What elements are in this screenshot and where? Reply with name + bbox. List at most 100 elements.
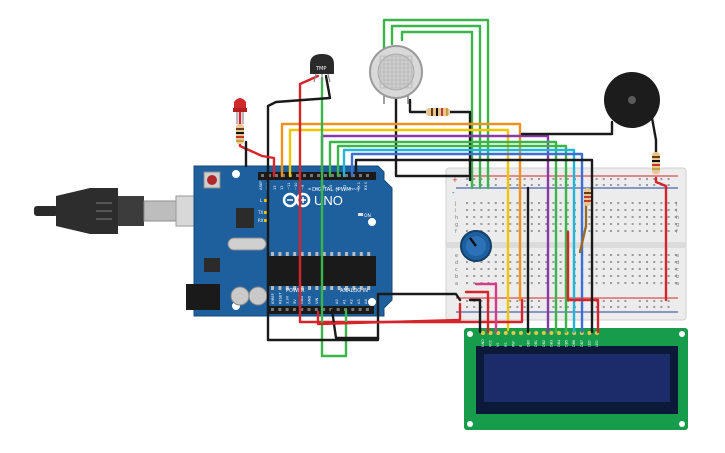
digital-pin-label: 2 [350,188,354,190]
lcd-pin-label: GND [481,339,485,347]
digital-pin-label: ~9 [301,184,305,190]
lcd-pin[interactable] [534,331,539,335]
lcd-pin[interactable] [488,331,493,335]
uno-label: UNO [314,193,343,208]
wire-bundle[interactable] [238,18,668,358]
row-letter: i [676,208,677,214]
row-letter: f [455,229,457,235]
lcd-pin-label: LED [595,340,599,347]
tx-led-label: TX [257,210,263,215]
row-letter: c [455,267,458,273]
potentiometer-icon[interactable] [460,230,492,262]
lcd-pin-label: DB3 [549,340,553,347]
digital-pin-label: ~11 [287,182,291,190]
lcd-pin[interactable] [587,331,592,335]
row-letter: b [455,274,458,280]
lcd-pin-label: E [519,345,523,347]
lcd-pin-label: DB0 [527,340,531,347]
lcd-pin-label: DB2 [542,340,546,347]
row-letter: c [676,267,679,273]
power-pin-label: GND [308,296,312,304]
rx-led-label: RX [258,218,264,223]
row-letter: d [455,260,458,266]
digital-pin-label: TX 1 [357,182,361,191]
tmp-label: TMP [315,66,326,72]
digital-pin-label: ~10 [294,182,298,190]
lcd-pin-label: LED [587,340,591,347]
row-letter: g [455,222,458,228]
row-letter: a [676,281,679,287]
digital-pin-label: ~3 [343,185,347,190]
row-letter: j [454,201,456,207]
temperature-sensor-icon[interactable]: TMP [310,54,334,83]
row-letter: h [455,215,458,221]
lcd-pin[interactable] [557,331,561,335]
resistor-icon[interactable] [426,108,450,116]
row-letter: i [455,208,456,214]
lcd-pin-label: DB1 [534,340,538,347]
lcd-pin-label: DB5 [565,340,569,347]
power-pin-label: RESET [278,292,282,304]
power-pin-label: IOREF [271,293,275,304]
lcd-pin-label: RW [511,341,515,347]
lcd-pin[interactable] [541,331,546,335]
lcd-pin-label: V0 [496,343,500,347]
row-letter: d [676,260,679,266]
resistor-icon[interactable] [652,152,660,174]
power-jack [186,284,220,310]
usb-cable-icon[interactable] [34,188,199,234]
analog-pin-label: A1 [342,299,346,304]
on-led-label: ON [364,213,371,219]
lcd-pin[interactable] [549,331,554,335]
gas-sensor-icon[interactable] [369,45,423,104]
power-pin-label: 5V [293,299,297,304]
lcd-pin[interactable] [519,331,523,335]
analog-pin-label: A4 [364,299,368,304]
row-letter: h [676,215,679,221]
lcd-pin[interactable] [496,331,501,335]
reset-button[interactable] [207,175,217,185]
row-letter: a [455,281,458,287]
lcd-screen [484,354,670,402]
digital-pwm-label: DIGITAL (PWM ~) [312,187,359,193]
lcd-pin[interactable] [511,331,516,335]
lcd-pin-label: RS [504,342,508,347]
rail-plus-label: + [452,176,458,184]
lcd-pin[interactable] [481,331,485,335]
row-letter: f [676,229,678,235]
lcd-pin-label: DB6 [572,340,576,347]
analog-pin-label: A3 [357,299,361,304]
arduino-uno-board[interactable]: UNO DIGITAL (PWM ~) POWER ANALOG IN ON L… [186,165,393,317]
analog-pin-label: A2 [350,299,354,304]
analog-in-label: ANALOG IN [340,288,368,294]
lcd-pin-label: VCC [489,339,493,347]
row-letter: j [675,201,677,207]
power-label: POWER [286,288,305,294]
row-letter: g [676,222,679,228]
lcd-pin[interactable] [503,331,508,335]
resistor-icon[interactable] [236,124,244,144]
row-letter: e [455,253,458,259]
crystal [227,237,267,251]
power-pin-label: 3.3V [286,295,290,304]
buzzer-icon[interactable] [604,72,660,128]
analog-pin-label: A0 [335,299,339,304]
resistor-icon[interactable] [584,188,591,206]
digital-pin-label: 12 [280,185,284,190]
lcd-pin-label: DB4 [557,340,561,347]
digital-pin-label: ~5 [329,185,333,190]
digital-pin-label: 8 [308,187,312,190]
digital-pin-label: 7 [315,188,319,190]
arduino-logo-icon [282,192,311,208]
row-letter: e [676,253,679,259]
analog-pin-label: A5 [372,299,376,304]
l-led-label: L [260,198,263,203]
led-icon[interactable] [233,98,247,124]
digital-pin-label: 4 [336,187,340,190]
row-letter: b [676,274,679,280]
power-pin-label: VIN [315,297,319,304]
rail-minus-label: - [452,189,455,197]
